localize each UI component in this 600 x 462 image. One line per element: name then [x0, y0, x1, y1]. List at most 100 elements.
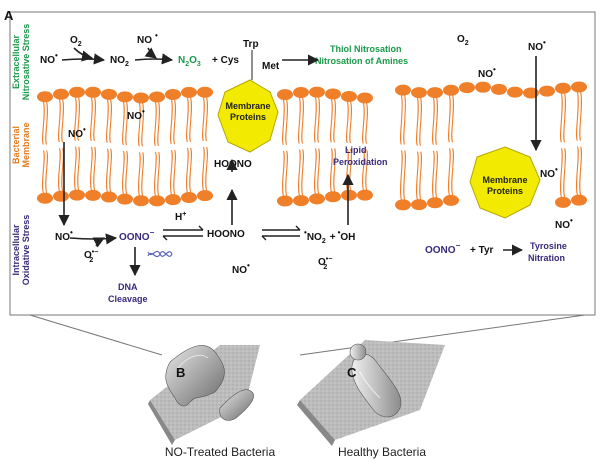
arrow-no2-to-n2o3 — [134, 53, 174, 65]
lipid-tail — [154, 101, 157, 197]
lipid-head — [293, 86, 309, 98]
lipid-head — [325, 88, 341, 100]
label-lipid-line1: Lipid — [345, 145, 367, 155]
label-no-right-bottom: NO• — [555, 216, 573, 231]
lipid-tail — [448, 95, 451, 196]
lipid-head — [459, 82, 475, 94]
lipid-tail — [189, 97, 192, 193]
lipid-head — [53, 190, 69, 202]
label-trp: Trp — [243, 39, 259, 50]
label-plus-cys: + Cys — [212, 55, 239, 66]
equilibrium-oono-hoono — [162, 225, 204, 241]
side-label-extracellular-line1: Extracellular — [11, 34, 21, 89]
membrane-protein-left-line2: Proteins — [230, 112, 266, 122]
lipid-tail — [419, 97, 422, 200]
membrane-protein-left-line1: Membrane — [225, 101, 270, 111]
label-o2-right: O2 — [457, 34, 469, 47]
label-no-membrane-mid: NO• — [127, 107, 145, 122]
lipid-head — [53, 88, 69, 100]
lipid-tail — [170, 99, 173, 195]
lipid-head — [571, 194, 587, 206]
lipid-head — [85, 189, 101, 201]
label-oono-right: OONO− — [425, 241, 461, 256]
lipid-head — [475, 81, 491, 93]
lipid-tail — [435, 97, 438, 198]
lipid-head — [357, 189, 373, 201]
caption-healthy: Healthy Bacteria — [338, 445, 426, 459]
lipid-tail — [579, 91, 582, 196]
lipid-tail — [346, 101, 349, 191]
label-met: Met — [262, 61, 280, 72]
afm-image-healthy — [297, 340, 445, 446]
label-no-membrane-left: NO• — [68, 125, 86, 140]
lipid-tail — [365, 102, 368, 191]
lipid-head — [395, 84, 411, 96]
lipid-head — [293, 195, 309, 207]
arrow-o2-merge — [73, 47, 94, 62]
lipid-head — [571, 81, 587, 93]
lipid-tail — [560, 93, 563, 198]
lipid-head — [443, 194, 459, 206]
arrow-no-to-oono — [69, 233, 118, 245]
lipid-tail — [576, 91, 579, 196]
label-dna-line1: DNA — [118, 282, 138, 292]
lipid-head — [555, 82, 571, 94]
side-label-extracellular: Extracellular Nitrosative Stress — [11, 24, 31, 101]
lipid-head — [181, 192, 197, 204]
lipid-tail — [403, 95, 406, 201]
lipid-head — [69, 86, 85, 98]
lipid-tail — [301, 97, 304, 196]
lipid-head — [341, 189, 357, 201]
arrow-o2-merge-left — [92, 237, 106, 248]
label-no2-top: NO2 — [110, 55, 129, 68]
panel-label-b: B — [176, 365, 185, 380]
lipid-head — [395, 199, 411, 211]
caption-no-treated: NO-Treated Bacteria — [165, 445, 276, 459]
membrane-protein-left: Membrane Proteins — [217, 79, 279, 153]
lipid-head — [133, 92, 149, 104]
label-no2-oh: •NO2+•OH — [304, 228, 355, 245]
lipid-tail — [349, 101, 352, 191]
lipid-tail — [202, 97, 205, 191]
lipid-head — [197, 190, 213, 202]
membrane-protein-right-line1: Membrane — [482, 175, 527, 185]
lipid-head — [133, 195, 149, 207]
lipid-tail — [157, 101, 160, 197]
side-label-membrane-line1: Bacterial — [11, 126, 21, 164]
lipid-head — [69, 189, 85, 201]
lipid-head — [309, 86, 325, 98]
lipid-head — [277, 195, 293, 207]
lipid-tail — [122, 101, 125, 195]
lipid-tail — [400, 95, 403, 201]
label-o2-top: O2 — [70, 35, 82, 48]
lipid-head — [555, 196, 571, 208]
lipid-tail — [285, 99, 288, 197]
label-n2o3: N2O3 — [178, 55, 201, 68]
side-label-intracellular-line1: Intracellular — [11, 224, 21, 276]
lipid-head — [443, 84, 459, 96]
equilibrium-hoono-radicals — [261, 225, 301, 241]
lipid-tail — [282, 99, 285, 197]
lipid-head — [197, 86, 213, 98]
lipid-head — [539, 85, 555, 97]
lipid-tail — [93, 97, 96, 191]
lipid-tail — [58, 99, 61, 192]
label-lipid-line2: Peroxidation — [333, 157, 388, 167]
label-dna-line2: Cleavage — [108, 294, 148, 304]
lipid-head — [427, 87, 443, 99]
lipid-tail — [186, 97, 189, 193]
label-plus-tyr: + Tyr — [470, 245, 494, 256]
lipid-head — [165, 194, 181, 206]
lipid-head — [357, 92, 373, 104]
label-o2-minus-right: O•−2 — [318, 256, 332, 271]
panel-a-frame — [9, 11, 596, 316]
lipid-head — [85, 86, 101, 98]
side-label-extracellular-line2: Nitrosative Stress — [21, 24, 31, 101]
label-no-intra: NO• — [55, 228, 73, 243]
lipid-head — [411, 87, 427, 99]
panel-label-a: A — [4, 8, 14, 23]
label-tyrosine-line1: Tyrosine — [530, 241, 567, 251]
lipid-tail — [563, 93, 566, 198]
label-no-right-lower: NO• — [540, 165, 558, 180]
lipid-tail — [90, 97, 93, 191]
